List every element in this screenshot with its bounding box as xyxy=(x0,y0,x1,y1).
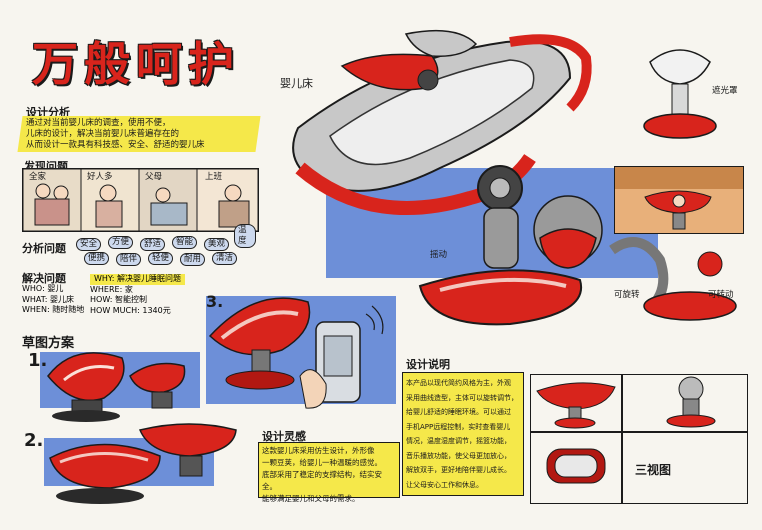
sketch-2-label: 2. xyxy=(24,430,44,451)
comic-illustration xyxy=(22,168,259,232)
comic-caption: 父母 xyxy=(145,172,163,182)
solve-value: 家 xyxy=(124,284,133,294)
sketch-3-label: 3. xyxy=(206,292,224,311)
main-product-rendering xyxy=(292,34,592,326)
solve-value: 婴儿 xyxy=(47,284,64,293)
design-inspiration-box: 这款婴儿床采用仿生设计，外形像 一颗豆荚，给婴儿一种温暖的感觉。 底部采用了稳定… xyxy=(258,442,400,503)
analysis-bubble: 轻便 xyxy=(148,252,174,265)
analysis-bubble: 便携 xyxy=(84,252,110,265)
description-line: 给婴儿舒适的睡眠环境。可以通过 xyxy=(406,408,511,416)
rotate-callout: 可旋转 xyxy=(614,290,640,300)
design-analysis-line: 儿床的设计，解决当前婴儿床普遍存在的 xyxy=(26,129,180,139)
description-line: 本产品以现代简约风格为主，外观 xyxy=(406,379,511,387)
description-line: 手机APP远程控制，实时查看婴儿 xyxy=(406,422,511,431)
design-analysis-line: 通过对当前婴儿床的调查，使用不便， xyxy=(26,118,171,128)
solve-value: 婴儿床 xyxy=(50,294,75,304)
design-inspiration-heading: 设计灵感 xyxy=(262,430,306,443)
description-line: 音乐播放功能，使父母更加放心， xyxy=(406,451,511,460)
design-description-heading: 设计说明 xyxy=(406,358,450,371)
analyze-problem-heading: 分析问题 xyxy=(22,242,66,255)
sketch-1-drawing xyxy=(47,352,186,422)
solve-value: 解决婴儿睡眠问题 xyxy=(117,274,181,283)
solve-key: WHEN: xyxy=(22,305,50,314)
inspiration-line: 能够满足婴儿和父母的需求。 xyxy=(262,494,360,503)
comic-strip: 全家 好人多 父母 上班 xyxy=(22,168,259,232)
analysis-bubble: 舒适 xyxy=(140,238,166,251)
solve-value: 1340元 xyxy=(142,305,171,315)
analysis-bubble: 耐用 xyxy=(180,253,206,266)
shade-callout: 遮光罩 xyxy=(712,86,738,96)
front-view xyxy=(536,382,616,429)
three-views-grid: 三视图 xyxy=(530,374,748,504)
comic-caption: 上班 xyxy=(205,172,223,182)
analysis-bubble: 智能 xyxy=(172,236,198,249)
description-line: 情况，温度湿度调节，摇篮功能， xyxy=(406,437,511,445)
inspiration-line: 一颗豆荚，给婴儿一种温暖的感觉。 xyxy=(262,458,382,467)
sketch-plan-heading: 草图方案 xyxy=(22,336,75,351)
sketch-2-drawing xyxy=(49,423,237,504)
analysis-bubble: 清洁 xyxy=(212,252,238,265)
solve-right-column: WHY: 解决婴儿睡眠问题 WHERE: 家 HOW: 智能控制 HOW MUC… xyxy=(90,274,260,316)
description-line: 采用曲线造型，主体可以旋转调节， xyxy=(406,393,518,402)
design-analysis-text: 通过对当前婴儿床的调查，使用不便， 儿床的设计，解决当前婴儿床普遍存在的 从而设… xyxy=(26,118,262,151)
description-line: 让父母安心工作和休息。 xyxy=(406,480,483,489)
solve-key: WHAT: xyxy=(22,294,48,304)
sketch-3-drawing xyxy=(208,297,384,409)
solve-key: HOW MUCH: xyxy=(90,305,140,315)
solve-problem-heading: 解决问题 xyxy=(22,272,66,285)
inspiration-line: 底部采用了稳定的支撑结构，结实安全。 xyxy=(262,470,382,491)
swing-callout: 摇动 xyxy=(430,250,448,260)
solve-value: 随时随地 xyxy=(52,305,85,314)
comic-caption: 好人多 xyxy=(87,172,113,182)
analysis-bubble: 方便 xyxy=(108,236,134,249)
solve-key: HOW: xyxy=(90,295,113,304)
shade-detail-rendering xyxy=(643,49,717,139)
analysis-bubble: 安全 xyxy=(76,238,102,251)
solve-key: WHO: xyxy=(22,284,45,293)
analysis-bubble: 陪伴 xyxy=(116,253,142,266)
design-analysis-heading: 设计分析 xyxy=(26,106,70,119)
description-line: 解放双手，更好地陪伴婴儿成长。 xyxy=(406,466,511,474)
inspiration-line: 这款婴儿床采用仿生设计，外形像 xyxy=(262,446,375,455)
top-detail-rendering xyxy=(340,29,478,91)
solve-key: WHERE: xyxy=(90,284,123,294)
design-analysis-line: 从而设计一款具有科技感、安全、舒适的婴儿床 xyxy=(26,140,205,150)
usage-scene-panel xyxy=(614,166,744,234)
grid-divider xyxy=(621,375,623,503)
top-view xyxy=(546,448,606,484)
wheel-callout: 可转动 xyxy=(708,290,734,300)
design-description-box: 本产品以现代简约风格为主，外观 采用曲线造型，主体可以旋转调节， 给婴儿舒适的睡… xyxy=(402,372,524,496)
head-unit-rendering xyxy=(533,195,737,321)
analysis-bubble: 温度 xyxy=(234,224,256,248)
analysis-bubble: 美观 xyxy=(204,238,230,251)
grid-divider xyxy=(531,431,747,433)
board-title: 万般呵护 xyxy=(32,37,240,91)
solve-left-column: WHO: 婴儿 WHAT: 婴儿床 WHEN: 随时随地 xyxy=(22,284,112,316)
sketch-1-label: 1. xyxy=(28,350,48,371)
board-subtitle: 婴儿床 xyxy=(280,77,313,90)
comic-caption: 全家 xyxy=(29,172,47,182)
usage-scene-illustration xyxy=(615,167,743,230)
three-views-label: 三视图 xyxy=(635,463,672,477)
solve-value: 智能控制 xyxy=(115,295,147,304)
solve-key: WHY: xyxy=(94,274,115,283)
side-view xyxy=(666,376,716,428)
analysis-bubbles: 安全 方便 舒适 智能 美观 便携 陪伴 轻便 耐用 清洁 温度 xyxy=(76,224,256,268)
